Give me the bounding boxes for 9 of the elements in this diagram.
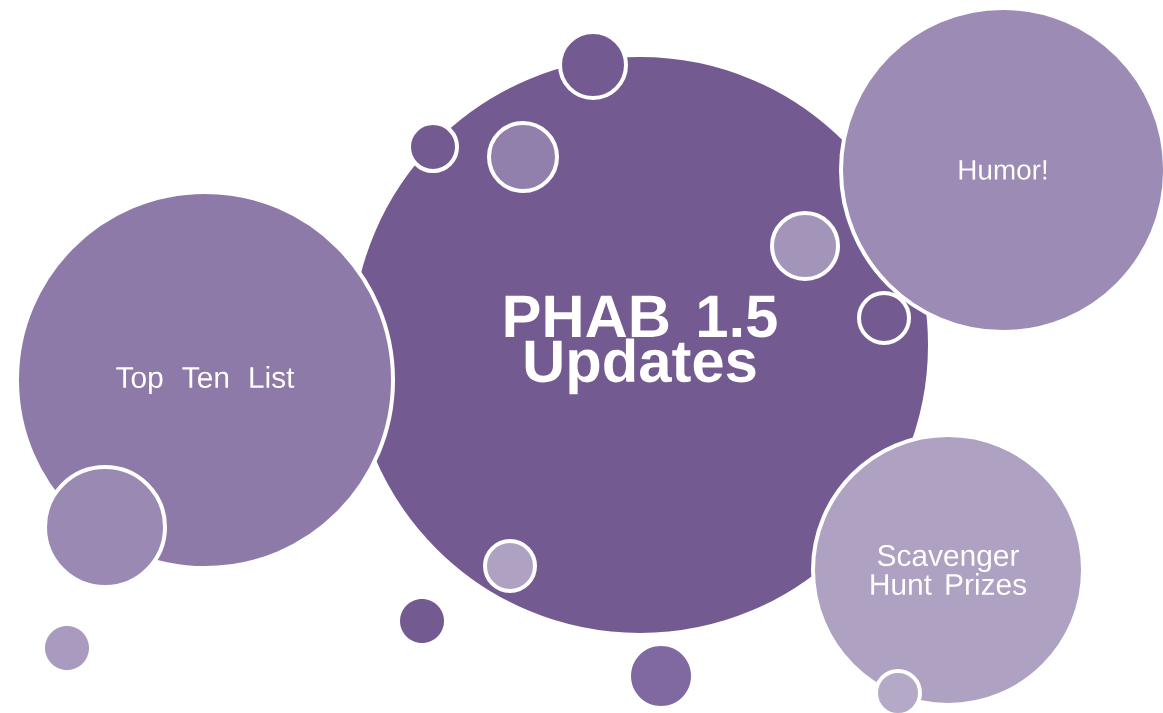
small-bubble (400, 599, 444, 643)
small-bubble (631, 646, 691, 706)
text-bubble: Humor! (839, 6, 1163, 334)
small-bubble (874, 669, 922, 713)
small-bubble (770, 211, 840, 281)
small-bubble (487, 121, 559, 193)
text-bubble: Scavenger Hunt Prizes (811, 433, 1085, 707)
text-bubble: Top Ten List (15, 190, 395, 570)
small-bubble (45, 626, 89, 670)
